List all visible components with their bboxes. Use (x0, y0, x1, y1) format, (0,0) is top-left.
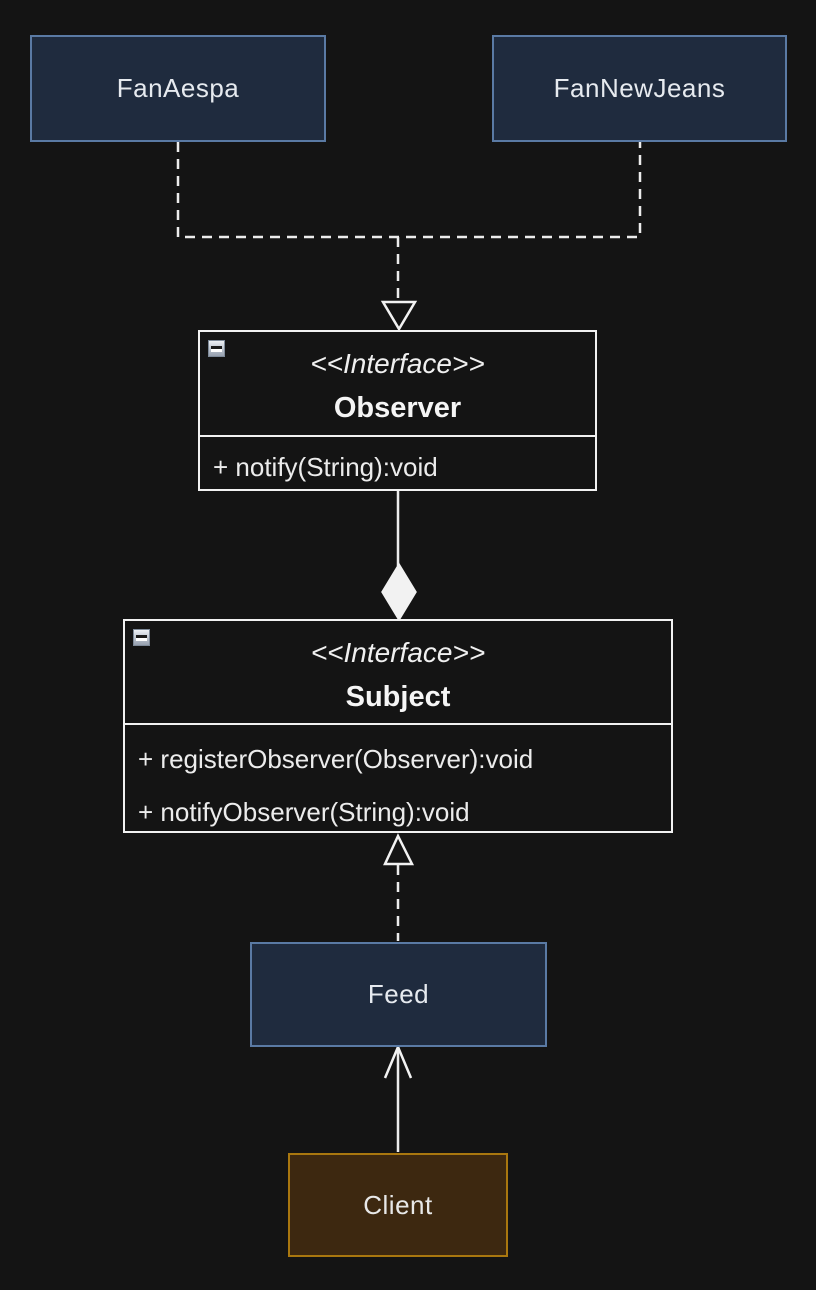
subject-stereotype: <<Interface>> (310, 637, 486, 668)
class-node-fanaespa[interactable]: FanAespa (30, 35, 326, 142)
observer-name: Observer (333, 392, 462, 424)
open-arrowhead-icon (383, 1043, 413, 1079)
realization-triangle-up-icon (383, 833, 415, 866)
class-node-label: Feed (367, 979, 430, 1009)
composition-diamond-icon (381, 562, 417, 622)
method-row: + notifyObserver(String):void (138, 797, 470, 827)
collapse-minus-icon[interactable] (208, 340, 225, 357)
uml-subject-header: <<Interface>> Subject (125, 621, 671, 725)
class-node-label: Client (363, 1189, 433, 1220)
method-row: + notify(String):void (213, 451, 438, 482)
method-row: + registerObserver(Observer):void (138, 744, 534, 774)
class-node-label: FanAespa (116, 73, 240, 103)
class-node-label: FanNewJeans (553, 73, 726, 103)
observer-stereotype: <<Interface>> (310, 348, 485, 379)
observer-methods: + notify(String):void (200, 437, 595, 491)
collapse-minus-icon[interactable] (133, 629, 150, 646)
realization-triangle-down-icon (380, 300, 418, 332)
uml-class-observer[interactable]: <<Interface>> Observer + notify(String):… (198, 330, 597, 491)
subject-name: Subject (345, 681, 451, 713)
class-node-feed[interactable]: Feed (250, 942, 547, 1047)
class-node-client[interactable]: Client (288, 1153, 508, 1257)
uml-observer-header: <<Interface>> Observer (200, 332, 595, 437)
uml-class-subject[interactable]: <<Interface>> Subject + registerObserver… (123, 619, 673, 833)
edge-fans-to-observer[interactable] (176, 142, 642, 239)
subject-methods: + registerObserver(Observer):void + noti… (125, 725, 671, 839)
class-node-fannewjeans[interactable]: FanNewJeans (492, 35, 787, 142)
